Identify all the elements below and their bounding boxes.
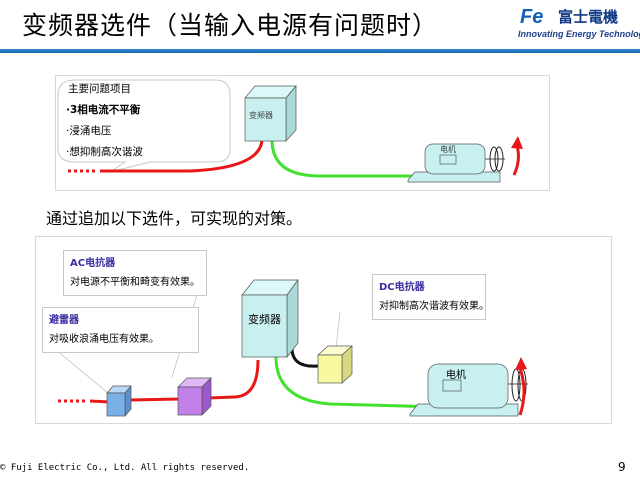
rotation-arrow-icon xyxy=(512,145,520,176)
ac-reactor-title: AC电抗器 xyxy=(70,258,116,269)
arrester-leader-line xyxy=(49,344,109,394)
inverter-box-1 xyxy=(244,85,297,142)
inverter-label: 变频器 xyxy=(248,313,281,326)
dc-reactor-title: DC电抗器 xyxy=(379,282,425,293)
dc-link-line xyxy=(290,347,319,368)
motor-1 xyxy=(407,136,523,183)
inverter-label: 变频器 xyxy=(249,111,273,120)
motor-label: 电机 xyxy=(440,145,456,154)
rotation-arrow-icon xyxy=(518,367,526,416)
page-number: 9 xyxy=(618,460,626,474)
dc-reactor-desc: 对抑制高次谐波有效果。 xyxy=(379,301,489,312)
issue-item: ·3相电流不平衡 xyxy=(66,104,141,116)
ac-reactor-callout: AC电抗器 对电源不平衡和畸变有效果。 xyxy=(63,250,207,296)
dc-reactor-box xyxy=(317,345,353,384)
motor-label: 电机 xyxy=(446,370,466,381)
page-title: 变频器选件（当输入电源有问题时） xyxy=(22,11,439,40)
issue-item: ·浸涌电压 xyxy=(66,125,112,137)
ac-reactor-desc: 对电源不平衡和畸变有效果。 xyxy=(70,277,200,288)
callout-bubble xyxy=(57,79,231,173)
power-line xyxy=(100,139,264,173)
inverter-box-2 xyxy=(241,278,299,359)
callout-title: 主要问题项目 xyxy=(68,83,131,95)
dc-leader-line xyxy=(335,311,341,349)
logo-company-name: 富士電機 xyxy=(558,8,619,26)
fuji-logo-icon: Fe xyxy=(520,6,544,28)
logo-tagline: Innovating Energy Technology xyxy=(518,29,640,39)
arrester-desc: 对吸收浪涌电压有效果。 xyxy=(49,334,159,345)
issue-item: ·想抑制高次谐波 xyxy=(66,146,143,158)
copyright: © Fuji Electric Co., Ltd. All rights res… xyxy=(0,463,250,473)
dc-reactor-callout: DC电抗器 对抑制高次谐波有效果。 xyxy=(372,274,489,320)
arrester-callout: 避雷器 对吸收浪涌电压有效果。 xyxy=(42,307,199,353)
motor-2 xyxy=(409,357,528,417)
header-divider xyxy=(0,49,640,53)
ac-reactor-box xyxy=(177,377,212,416)
arrester-title: 避雷器 xyxy=(49,315,79,326)
arrester-box xyxy=(106,385,132,417)
subtitle: 通过追加以下选件，可实现的对策。 xyxy=(46,209,303,228)
